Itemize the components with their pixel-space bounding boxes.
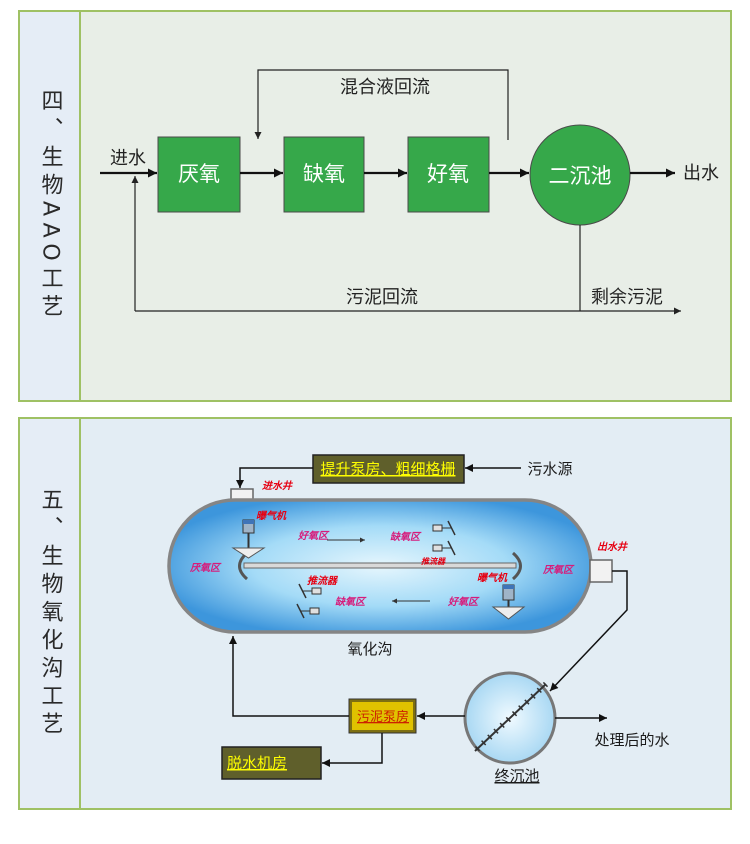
anaerobic-zone-right-label: 厌氧区 — [542, 564, 575, 576]
dewatering-room-label: 脱水机房 — [227, 754, 287, 772]
ditch-divider-wall — [243, 562, 517, 569]
outlet-well — [589, 559, 613, 583]
propeller-icon — [296, 583, 322, 619]
lift-pump-screen-box — [312, 454, 465, 484]
return-sludge-arrow — [229, 636, 349, 717]
aerobic-label: 好氧 — [427, 162, 469, 186]
aao-title: 四、生物AAO工艺 — [37, 89, 63, 323]
anoxic-zone-bottom-label: 缺氧区 — [335, 596, 367, 608]
to-dewatering-arrow — [322, 733, 383, 767]
sludge-pump-room-label: 污泥泵房 — [357, 709, 409, 725]
aerator-top-label: 曝气机 — [256, 510, 287, 522]
aao-title-column: 四、生物AAO工艺 — [20, 12, 81, 400]
to-final-clarifier-arrow — [549, 570, 628, 692]
outlet-label: 出水 — [683, 163, 719, 184]
aerator-icon — [491, 584, 526, 620]
divider-right-end — [511, 551, 522, 581]
anoxic-zone-top-label: 缺氧区 — [390, 531, 422, 543]
propeller-top-label: 推流器 — [421, 557, 446, 566]
anaerobic-label: 厌氧 — [178, 162, 220, 186]
propeller-icon — [432, 520, 456, 556]
aerator-bottom-label: 曝气机 — [477, 572, 508, 584]
aao-diagram-area: 进水 厌氧 缺氧 好氧 二沉池 出水 混合液回流 — [81, 12, 730, 400]
final-clarifier-label: 终沉池 — [494, 767, 539, 785]
aerobic-tank — [407, 136, 490, 213]
aerator-icon — [231, 519, 266, 559]
propeller-bottom-label: 推流器 — [307, 575, 339, 587]
to-inlet-well-arrow — [236, 467, 313, 488]
inlet-well-label: 进水井 — [262, 480, 294, 492]
oxidation-ditch-label: 氧化沟 — [347, 640, 392, 658]
mixed-liquor-return-line — [254, 69, 509, 140]
anoxic-label: 缺氧 — [303, 162, 345, 186]
inlet-label: 进水 — [110, 148, 146, 169]
aerobic-zone-bottom-label: 好氧区 — [447, 596, 480, 608]
aerobic-zone-top-label: 好氧区 — [297, 530, 330, 542]
outlet-well-label: 出水井 — [597, 541, 629, 553]
ditch-diagram-area: 提升泵房、粗细格栅 污水源 进水井 曝气机 好氧区 缺氧区 — [81, 419, 730, 808]
sludge-pump-room-fill — [352, 702, 413, 730]
ditch-title-column: 五、生物氧化沟工艺 — [20, 419, 81, 808]
ditch-title: 五、生物氧化沟工艺 — [37, 487, 63, 740]
oxidation-ditch-panel: 五、生物氧化沟工艺 — [18, 417, 732, 810]
lift-pump-screen-label: 提升泵房、粗细格栅 — [320, 460, 455, 478]
anaerobic-zone-left-label: 厌氧区 — [189, 562, 222, 574]
mixed-liquor-return-label: 混合液回流 — [340, 77, 430, 98]
sludge-return-label: 污泥回流 — [346, 287, 418, 308]
anaerobic-tank — [157, 136, 241, 213]
scraper-arm — [472, 681, 549, 754]
aao-panel: 四、生物AAO工艺 进水 厌氧 缺氧 — [18, 10, 732, 402]
aao-diagram: 进水 厌氧 缺氧 好氧 二沉池 出水 混合液回流 — [100, 69, 719, 315]
treated-water-label: 处理后的水 — [594, 731, 669, 749]
oxidation-ditch-diagram: 提升泵房、粗细格栅 污水源 进水井 曝气机 好氧区 缺氧区 — [167, 454, 670, 785]
secondary-clarifier-label: 二沉池 — [549, 164, 612, 188]
dewatering-room-box — [221, 746, 322, 780]
sewage-source-label: 污水源 — [527, 460, 572, 478]
excess-sludge-label: 剩余污泥 — [591, 287, 663, 308]
anoxic-tank — [283, 136, 365, 213]
